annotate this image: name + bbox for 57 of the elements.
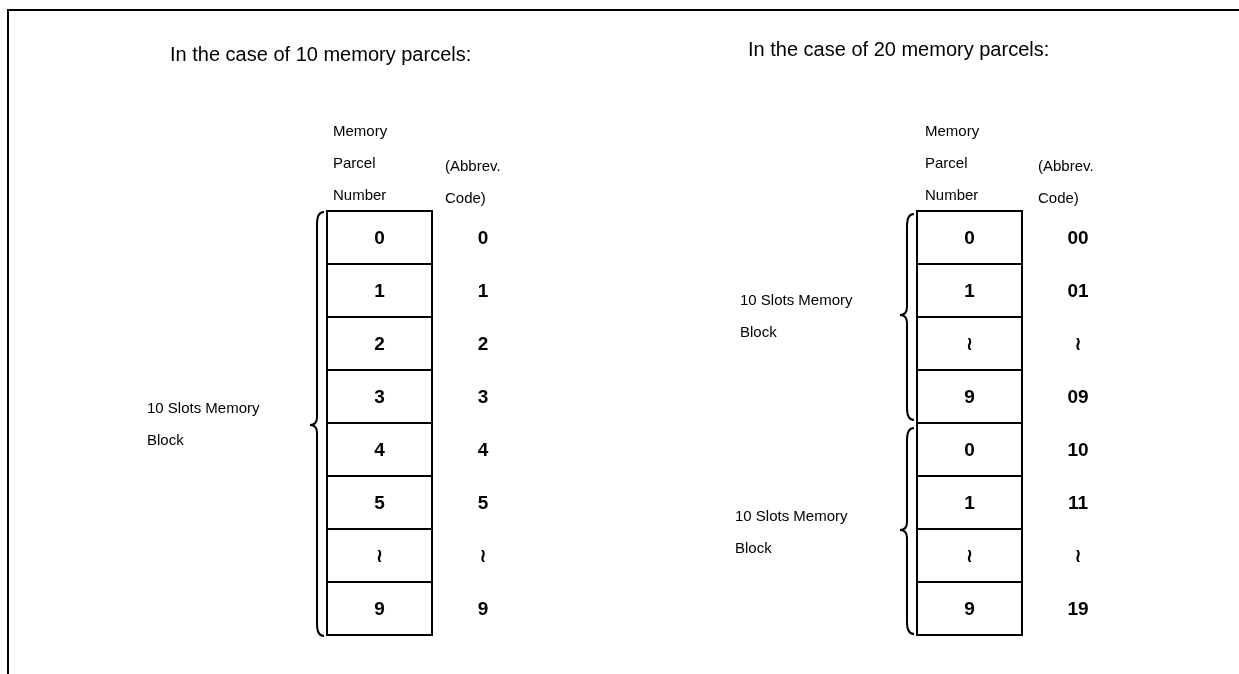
abbrev-code: 4	[476, 438, 490, 462]
slot-number: 0	[964, 226, 975, 249]
memory-slot	[916, 210, 1023, 265]
abbrev-code: 10	[1066, 438, 1090, 462]
slot-number: 2	[374, 332, 385, 355]
memory-slot	[916, 422, 1023, 477]
slot-number: 1	[964, 491, 975, 514]
slot-number: 0	[964, 438, 975, 461]
slot-number: ≀	[965, 332, 974, 355]
memory-slot	[326, 581, 433, 636]
slot-number: 9	[964, 597, 975, 620]
abbrev-code: ≀	[478, 544, 488, 568]
slot-number: 5	[374, 491, 385, 514]
brace-label: 10 Slots Memory Block	[147, 398, 261, 450]
memory-slot	[326, 528, 433, 583]
slot-number: ≀	[375, 544, 384, 567]
slot-number: 9	[374, 597, 385, 620]
slot-number: 3	[374, 385, 385, 408]
memory-slot	[916, 316, 1023, 371]
abbrev-code: 09	[1066, 385, 1090, 409]
brace-label: 10 Slots Memory Block	[735, 506, 849, 558]
memory-slot	[326, 210, 433, 265]
column-header: (Abbrev. Code)	[1038, 156, 1095, 208]
column-header: Memory Parcel Number	[925, 121, 981, 205]
slot-number: 9	[964, 385, 975, 408]
slot-number: 0	[374, 226, 385, 249]
panel-title: In the case of 10 memory parcels:	[170, 42, 473, 67]
brace-label: 10 Slots Memory Block	[740, 290, 854, 342]
slot-number: ≀	[965, 544, 974, 567]
slot-number: 1	[374, 279, 385, 302]
abbrev-code: 19	[1066, 597, 1090, 621]
memory-slot	[326, 316, 433, 371]
abbrev-code: 3	[476, 385, 490, 409]
memory-slot	[326, 263, 433, 318]
memory-slot	[916, 263, 1023, 318]
memory-slot	[916, 475, 1023, 530]
slot-number: 1	[964, 279, 975, 302]
panel-title: In the case of 20 memory parcels:	[748, 37, 1051, 62]
abbrev-code: 5	[476, 491, 490, 515]
abbrev-code: 01	[1066, 279, 1090, 303]
abbrev-code: ≀	[1073, 332, 1083, 356]
abbrev-code: 11	[1066, 491, 1090, 515]
memory-slot	[326, 422, 433, 477]
column-header: Memory Parcel Number	[333, 121, 389, 205]
memory-slot	[326, 475, 433, 530]
abbrev-code: 2	[476, 332, 490, 356]
memory-slot	[916, 369, 1023, 424]
slot-number: 4	[374, 438, 385, 461]
memory-slot	[326, 369, 433, 424]
abbrev-code: 9	[476, 597, 490, 621]
abbrev-code: 0	[476, 226, 490, 250]
column-header: (Abbrev. Code)	[445, 156, 502, 208]
abbrev-code: ≀	[1073, 544, 1083, 568]
abbrev-code: 1	[476, 279, 490, 303]
memory-slot	[916, 581, 1023, 636]
memory-slot	[916, 528, 1023, 583]
abbrev-code: 00	[1066, 226, 1090, 250]
